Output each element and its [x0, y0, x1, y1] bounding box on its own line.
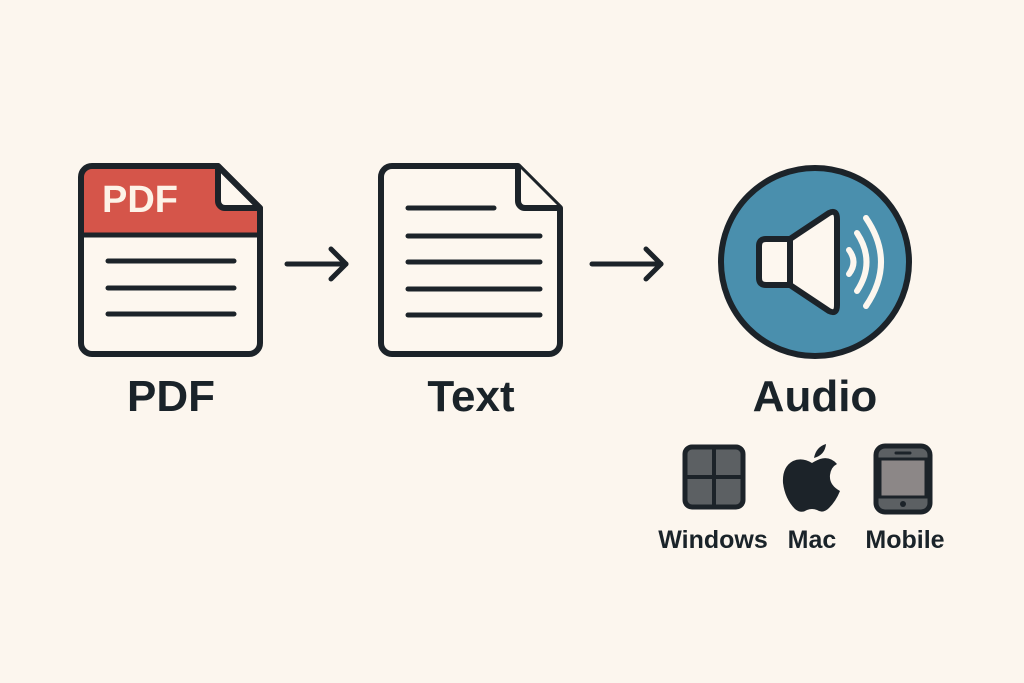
speaker-icon [716, 163, 914, 361]
windows-icon [682, 444, 746, 510]
pdf-badge-text: PDF [102, 179, 178, 221]
pdf-file-icon: PDF [78, 163, 264, 357]
platform-label-windows: Windows [658, 526, 768, 554]
platform-label-mobile: Mobile [865, 526, 945, 554]
arrow-right-icon [587, 244, 669, 284]
mobile-icon [873, 443, 933, 515]
platform-label-mac: Mac [787, 526, 837, 554]
step-label-text: Text [427, 372, 515, 421]
apple-icon [780, 443, 844, 513]
step-label-audio: Audio [752, 372, 878, 421]
step-label-pdf: PDF [127, 372, 215, 421]
arrow-right-icon [282, 244, 354, 284]
text-document-icon [378, 163, 564, 357]
